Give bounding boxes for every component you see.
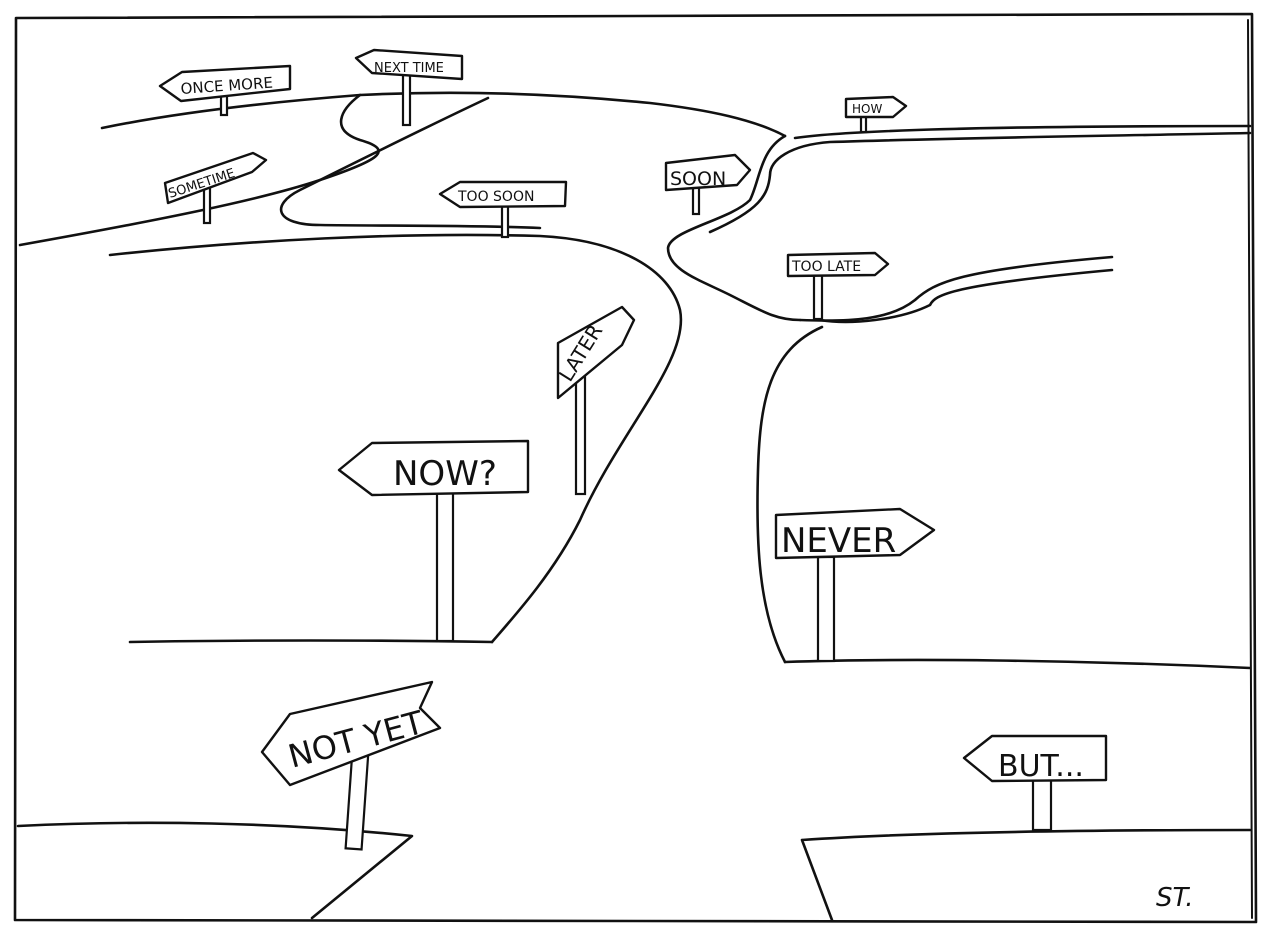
sign-too-late: TOO LATE [786,251,890,321]
frame-border [13,12,1258,924]
sign-now-label: NOW? [393,454,497,494]
sign-sometime: SOMETIME [163,151,268,225]
sign-but-label: BUT... [998,749,1084,784]
sign-never: NEVER [774,507,936,663]
sign-next-time: NEXT TIME [354,48,464,127]
sign-now: NOW? [337,439,530,643]
sign-next-time-label: NEXT TIME [374,61,444,76]
sign-later: LATER [554,305,636,496]
landscape-lines [16,91,1252,922]
artist-signature: ST. [1156,883,1194,913]
sign-not-yet: NOT YET [260,680,442,851]
sign-soon: SOON [664,153,752,216]
sign-how: HOW [844,95,908,134]
sign-too-soon: TOO SOON [438,180,568,239]
sign-never-label: NEVER [781,521,896,561]
sign-too-late-label: TOO LATE [791,259,861,275]
sign-how-label: HOW [852,102,882,116]
sign-too-soon-label: TOO SOON [457,189,534,205]
sign-once-more: ONCE MORE [158,64,292,117]
sign-soon-label: SOON [670,168,726,190]
sign-but: BUT... [962,734,1108,832]
